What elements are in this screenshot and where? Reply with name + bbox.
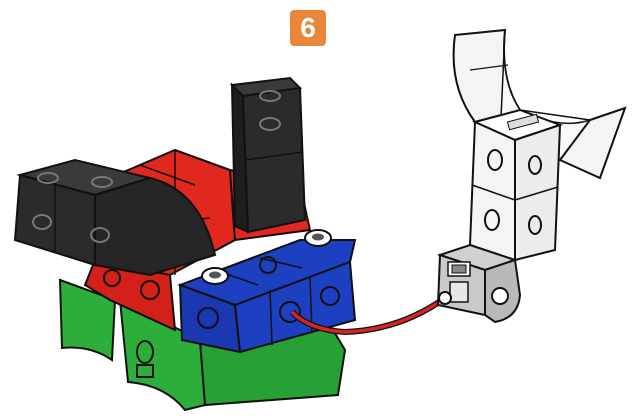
light-sensor-icon: [438, 245, 520, 322]
white-cube-icon: [470, 110, 560, 260]
black-cube-icon: [232, 78, 305, 232]
